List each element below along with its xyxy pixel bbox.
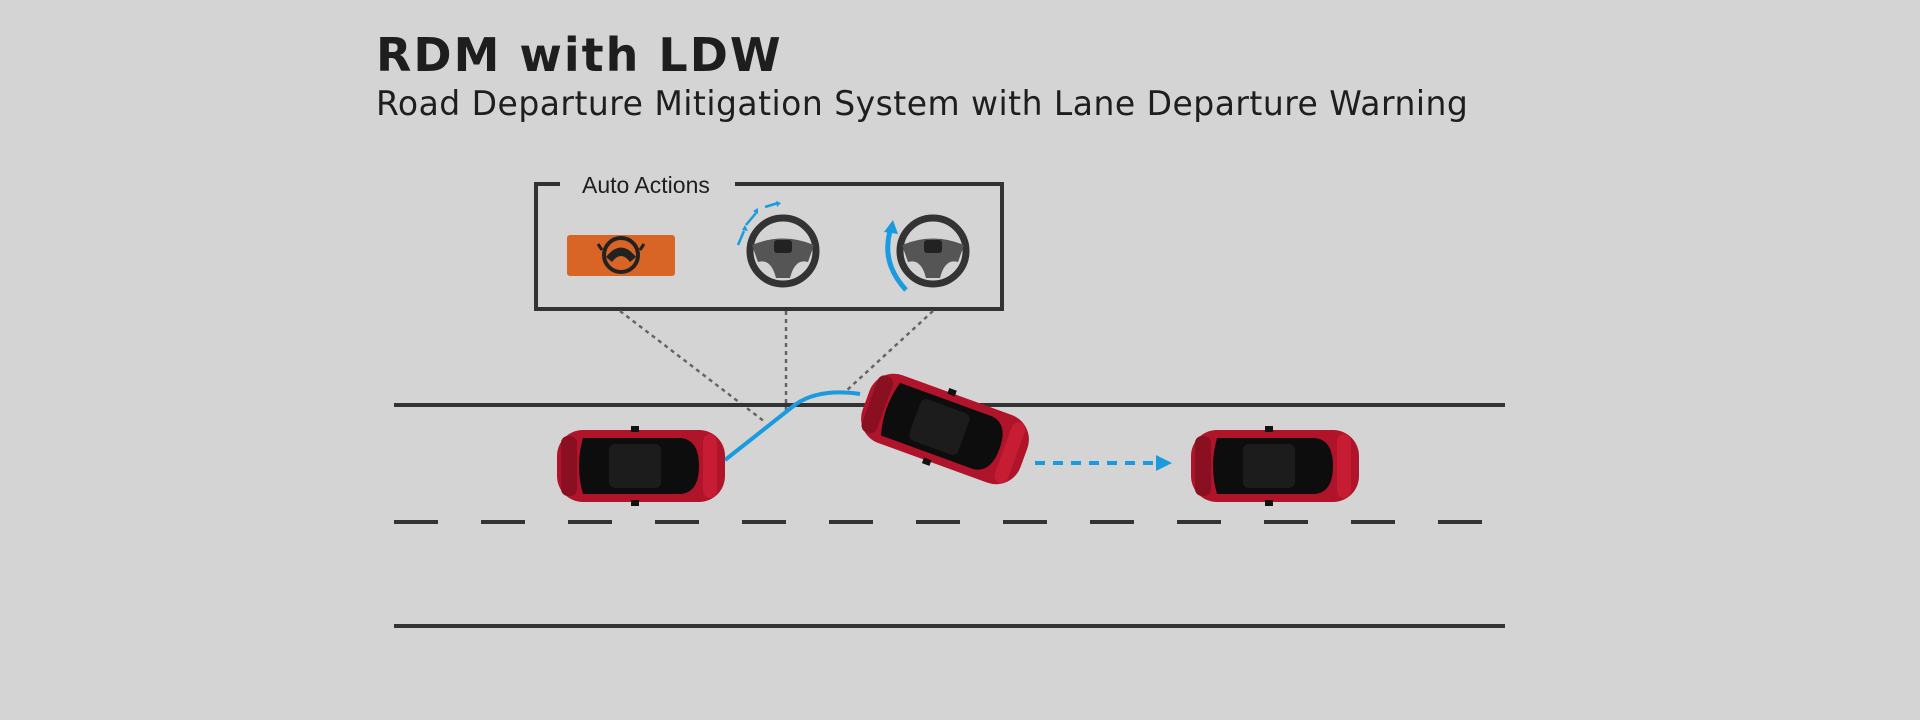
car-departing: [852, 362, 1038, 496]
steering-wheel-correction-icon: [884, 214, 970, 292]
arrow-head-icon: [1156, 455, 1172, 471]
vehicle-trajectory: [723, 390, 861, 462]
steering-wheel-vibration-icon: [736, 201, 820, 288]
page-title: RDM with LDW: [376, 28, 783, 82]
car-corrected: [1191, 426, 1359, 506]
page-subtitle: Road Departure Mitigation System with La…: [376, 84, 1469, 124]
steering-warning-indicator-icon: [567, 235, 675, 276]
auto-actions-label: Auto Actions: [572, 172, 720, 199]
car-start: [557, 426, 725, 506]
auto-actions-box: [534, 182, 1004, 311]
